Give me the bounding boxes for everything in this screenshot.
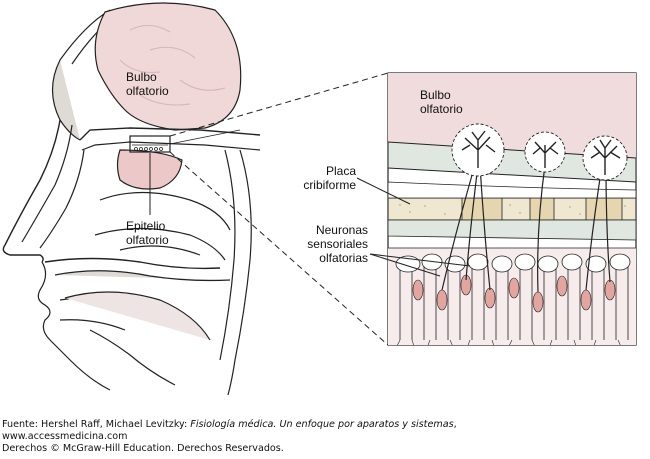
label-placa: Placa cribiforme	[298, 164, 356, 192]
neuronas-pointer-1	[369, 253, 441, 277]
diagram-svg	[2, 2, 637, 396]
zoom-line-bottom	[169, 151, 389, 346]
label-placa-line2: cribiforme	[303, 178, 356, 192]
label-neuronas-line2: sensoriales	[307, 237, 368, 251]
label-placa-line1: Placa	[325, 164, 356, 178]
label-bulbo-right: Bulbo olfatorio	[420, 88, 463, 116]
label-bulbo-left-line1: Bulbo	[126, 70, 157, 84]
label-bulbo-left: Bulbo olfatorio	[126, 70, 169, 98]
zoom-line-top	[169, 72, 389, 137]
label-epitelio-line1: Epitelio	[126, 219, 166, 233]
caption-copyright: Derechos © McGraw-Hill Education. Derech…	[2, 443, 284, 454]
olfactory-diagram	[2, 2, 637, 396]
magnified-panel	[387, 72, 637, 346]
head-section	[2, 2, 261, 396]
label-epitelio-line2: olfatorio	[126, 233, 169, 247]
brain	[94, 2, 242, 131]
caption-book-title: Fisiología médica. Un enfoque por aparat…	[190, 419, 454, 430]
label-epitelio: Epitelio olfatorio	[126, 219, 169, 247]
label-neuronas: Neuronas sensoriales olfatorias	[298, 223, 368, 265]
placa-pointer	[356, 177, 411, 205]
glomeruli	[451, 123, 628, 181]
caption-source-suffix: ,	[453, 419, 457, 430]
caption-source-line: Fuente: Hershel Raff, Michael Levitzky: …	[2, 419, 648, 431]
label-neuronas-line3: olfatorias	[319, 251, 368, 265]
label-bulbo-right-line2: olfatorio	[420, 102, 463, 116]
neuronas-pointer-2	[369, 253, 471, 267]
label-bulbo-right-line1: Bulbo	[420, 88, 451, 102]
caption-url[interactable]: www.accessmedicina.com	[2, 431, 128, 442]
bulb-tissue	[388, 73, 636, 158]
label-neuronas-line1: Neuronas	[315, 223, 368, 237]
label-bulbo-left-line2: olfatorio	[126, 84, 169, 98]
source-caption: Fuente: Hershel Raff, Michael Levitzky: …	[2, 419, 648, 455]
left-bulb-marks	[132, 129, 241, 151]
caption-source-prefix: Fuente: Hershel Raff, Michael Levitzky:	[2, 419, 191, 430]
